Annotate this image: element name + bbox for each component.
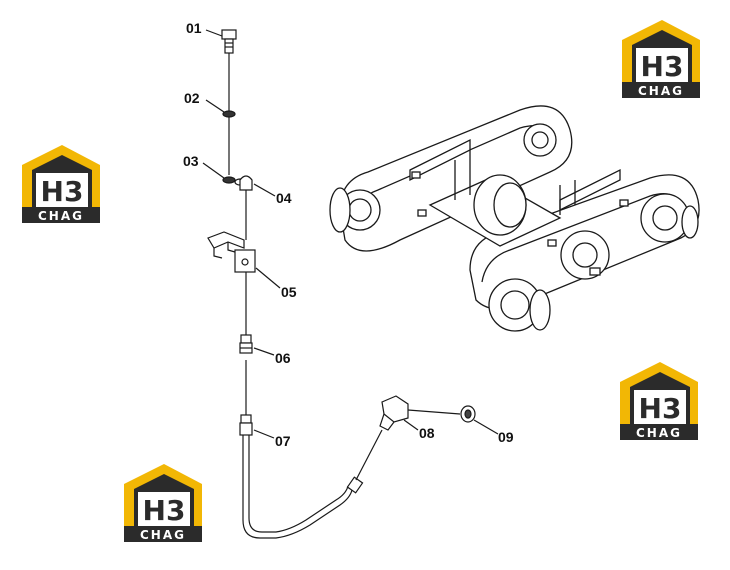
logo-mark: H3: [641, 50, 684, 83]
brand-logo-mid-right: H3 CHAG: [620, 362, 698, 440]
logo-caption: CHAG: [38, 209, 84, 223]
exploded-assembly: [202, 29, 499, 539]
part-label-09: 09: [498, 429, 514, 445]
part-label-07: 07: [275, 433, 291, 449]
part-washer: [222, 110, 236, 118]
logo-caption: CHAG: [636, 426, 682, 440]
logo-mark: H3: [143, 494, 186, 527]
part-label-06: 06: [275, 350, 291, 366]
part-bolt: [221, 29, 237, 54]
logo-caption: CHAG: [638, 84, 684, 98]
part-label-04: 04: [276, 190, 292, 206]
brand-logo-left: H3 CHAG: [22, 145, 100, 223]
part-label-02: 02: [184, 90, 200, 106]
part-nut: [460, 405, 476, 423]
logo-mark: H3: [41, 175, 84, 208]
part-bracket: [207, 231, 256, 273]
brand-logo-bottom-left: H3 CHAG: [124, 464, 202, 542]
part-label-08: 08: [419, 425, 435, 441]
part-elbow: [379, 395, 461, 431]
logo-caption: CHAG: [140, 528, 186, 542]
part-pipe: [239, 414, 383, 539]
brand-logo-top-right: H3 CHAG: [622, 20, 700, 98]
bogie-axle-assembly: [329, 105, 700, 332]
logo-mark: H3: [639, 392, 682, 425]
part-cap: [239, 175, 253, 191]
part-fitting: [239, 334, 253, 354]
part-label-01: 01: [186, 20, 202, 36]
part-label-03: 03: [183, 153, 199, 169]
part-label-05: 05: [281, 284, 297, 300]
